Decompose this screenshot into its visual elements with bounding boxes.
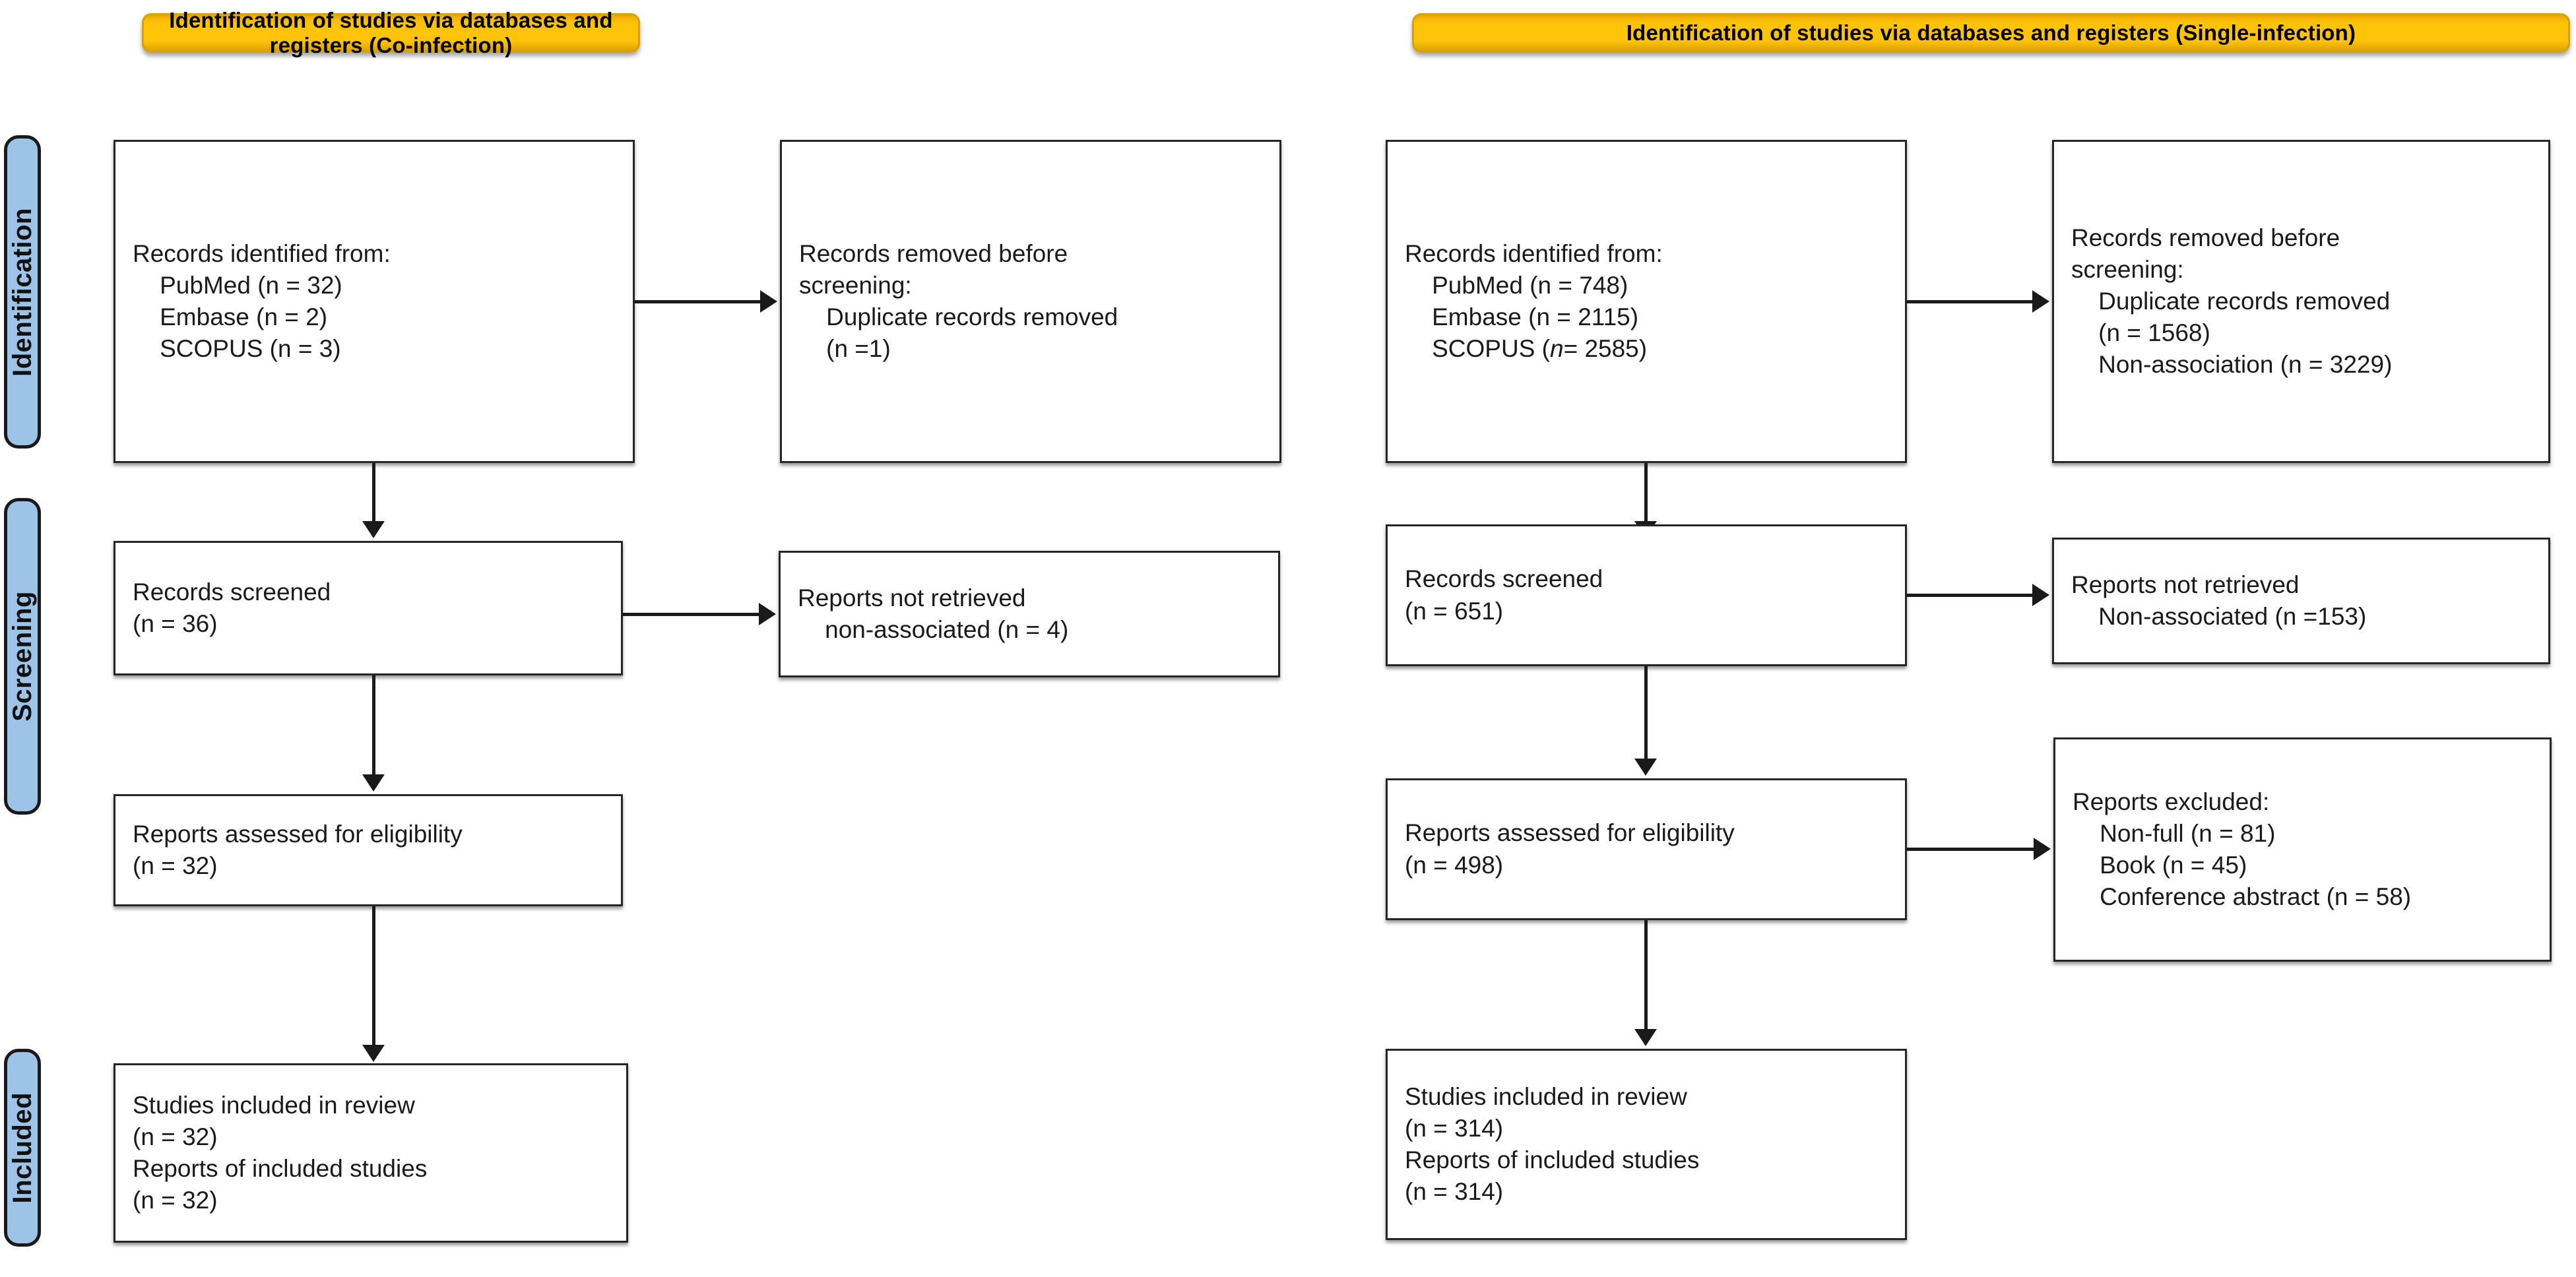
- stage-label-screening-text: Screening: [7, 591, 37, 722]
- stage-label-identification-text: Identification: [7, 207, 37, 377]
- stage-label-included: Included: [4, 1049, 41, 1247]
- box-si-studies-included: Studies included in review(n = 314)Repor…: [1386, 1049, 1907, 1240]
- arrowhead-si-eligibility-to-excluded: [2034, 838, 2051, 860]
- arrowhead-si-eligibility-to-included: [1634, 1029, 1657, 1046]
- box-si-reports-not-retrieved-text: Reports not retrieved Non-associated (n …: [2071, 571, 2367, 630]
- box-si-reports-eligibility-text: Reports assessed for eligibility(n = 498…: [1405, 819, 1735, 879]
- arrowhead-si-screened-to-notretrieved: [2032, 584, 2049, 606]
- box-si-reports-not-retrieved: Reports not retrieved Non-associated (n …: [2052, 538, 2550, 664]
- box-co-studies-included-text: Studies included in review(n = 32)Report…: [133, 1091, 428, 1214]
- stage-label-screening: Screening: [4, 498, 41, 815]
- box-co-reports-not-retrieved-text: Reports not retrieved non-associated (n …: [798, 584, 1069, 643]
- box-co-reports-not-retrieved: Reports not retrieved non-associated (n …: [779, 551, 1280, 677]
- box-si-studies-included-text: Studies included in review(n = 314)Repor…: [1405, 1082, 1700, 1206]
- connector-co-screened-to-eligibility: [372, 675, 375, 788]
- box-si-reports-excluded-text: Reports excluded: Non-full (n = 81) Book…: [2073, 788, 2412, 911]
- connector-si-screened-to-notretrieved: [1907, 594, 2032, 597]
- banner-single-infection: Identification of studies via databases …: [1412, 13, 2570, 53]
- box-si-records-identified: Records identified from: PubMed (n = 748…: [1386, 140, 1907, 463]
- arrowhead-si-identified-to-removed: [2032, 290, 2049, 313]
- connector-co-screened-to-notretrieved: [623, 613, 759, 616]
- banner-co-infection-label: Identification of studies via databases …: [169, 8, 613, 57]
- arrowhead-co-identified-to-screened: [362, 521, 385, 538]
- box-si-records-screened-text: Records screened(n = 651): [1405, 565, 1603, 625]
- box-si-reports-eligibility: Reports assessed for eligibility(n = 498…: [1386, 778, 1907, 920]
- connector-si-identified-to-removed: [1907, 300, 2032, 303]
- box-co-records-screened-text: Records screened(n = 36): [133, 578, 331, 637]
- box-co-reports-eligibility: Reports assessed for eligibility(n = 32): [113, 794, 623, 906]
- box-co-reports-eligibility-text: Reports assessed for eligibility(n = 32): [133, 820, 463, 879]
- connector-si-eligibility-to-included: [1644, 920, 1648, 1042]
- arrowhead-si-screened-to-eligibility: [1634, 759, 1657, 776]
- banner-co-infection: Identification of studies via databases …: [142, 8, 640, 57]
- box-co-studies-included: Studies included in review(n = 32)Report…: [113, 1063, 628, 1243]
- box-co-records-identified: Records identified from: PubMed (n = 32)…: [113, 140, 635, 463]
- arrowhead-co-identified-to-removed: [760, 290, 777, 313]
- stage-label-included-text: Included: [7, 1092, 37, 1204]
- connector-si-identified-to-screened: [1644, 463, 1648, 534]
- connector-co-identified-to-screened: [372, 463, 375, 534]
- banner-single-infection-label: Identification of studies via databases …: [1626, 20, 2356, 45]
- box-co-records-screened: Records screened(n = 36): [113, 541, 623, 675]
- connector-si-eligibility-to-excluded: [1907, 848, 2034, 851]
- box-si-records-identified-text: Records identified from: PubMed (n = 748…: [1405, 239, 1663, 363]
- connector-si-screened-to-eligibility: [1644, 666, 1648, 772]
- arrowhead-co-screened-to-eligibility: [362, 774, 385, 792]
- arrowhead-co-eligibility-to-included: [362, 1045, 385, 1062]
- arrowhead-co-screened-to-notretrieved: [759, 603, 776, 625]
- box-si-reports-excluded: Reports excluded: Non-full (n = 81) Book…: [2053, 737, 2552, 962]
- box-si-records-screened: Records screened(n = 651): [1386, 524, 1907, 666]
- box-co-records-identified-text: Records identified from: PubMed (n = 32)…: [133, 239, 391, 363]
- connector-co-eligibility-to-included: [372, 906, 375, 1058]
- stage-label-identification: Identification: [4, 135, 41, 449]
- connector-co-identified-to-removed: [635, 300, 760, 303]
